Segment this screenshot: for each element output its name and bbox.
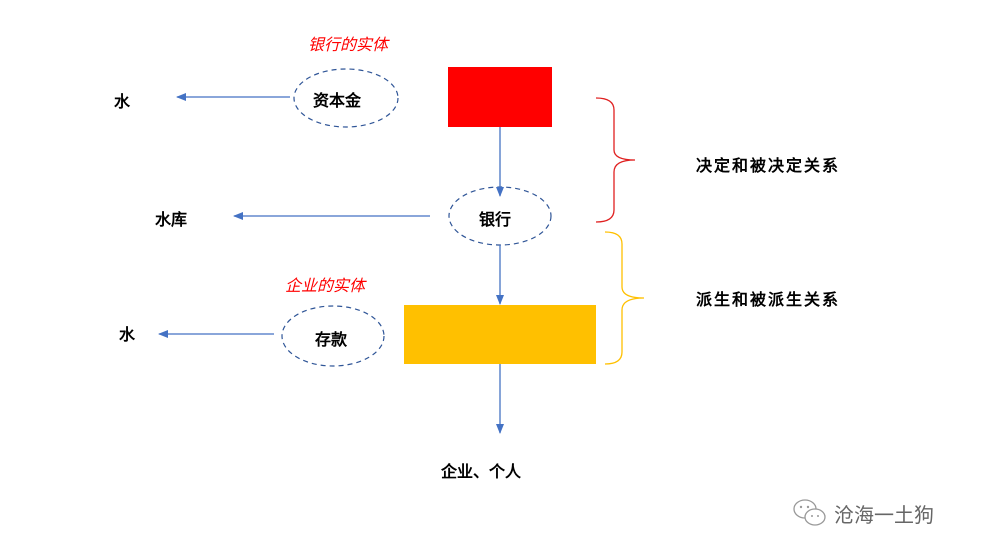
brace-yellow [604,231,645,365]
deposit-label: 存款 [315,330,348,349]
wechat-icon [793,499,826,526]
capital-ellipse [293,68,399,128]
enterprise-block [404,305,596,364]
bank-block [448,67,552,127]
water-top-label: 水 [114,92,131,111]
brace-red [595,97,636,223]
water-bottom-label: 水 [119,325,136,344]
derive-relation-label: 派生和被派生关系 [696,290,841,309]
end-label: 企业、个人 [441,462,522,481]
enterprise-entity-annotation: 企业的实体 [285,276,366,295]
bank-entity-annotation: 银行的实体 [308,35,389,54]
watermark: 沧海一土狗 [792,498,934,528]
capital-label: 资本金 [313,91,362,110]
watermark-text: 沧海一土狗 [834,502,934,527]
determine-relation-label: 决定和被决定关系 [696,156,841,175]
reservoir-label: 水库 [155,210,188,229]
bank-label: 银行 [479,210,512,229]
deposit-ellipse [281,305,385,367]
